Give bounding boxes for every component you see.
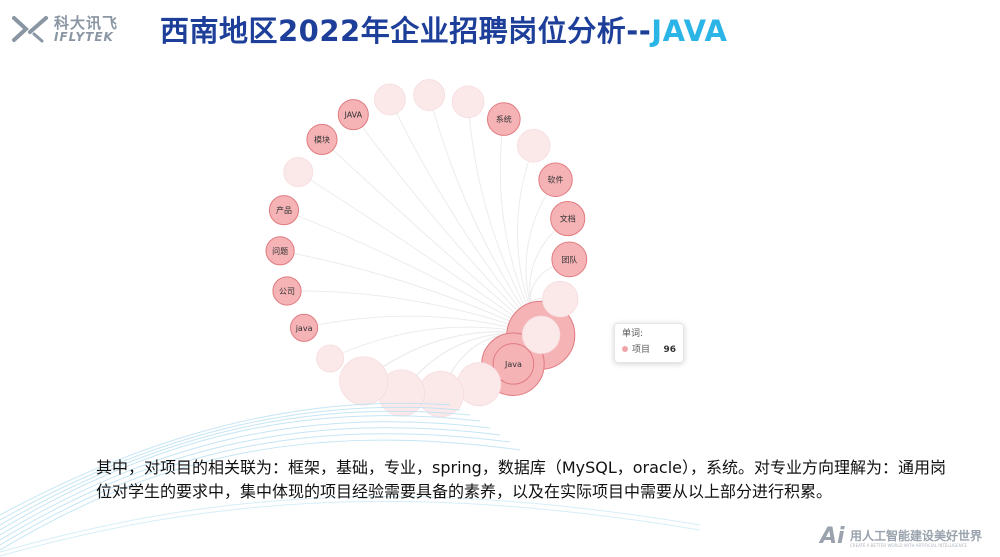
graph-node-label: 系统 <box>496 114 512 124</box>
graph-node[interactable] <box>413 79 446 111</box>
logo-chinese-name: 科大讯飞 <box>54 14 119 32</box>
graph-node-label: 问题 <box>272 247 288 256</box>
title-main: 西南地区2022年企业招聘岗位分析-- <box>160 14 652 48</box>
title-accent: JAVA <box>651 14 728 48</box>
graph-node[interactable] <box>451 85 485 119</box>
graph-node-label: 软件 <box>548 175 564 185</box>
graph-node[interactable] <box>272 276 302 306</box>
tooltip-name: 项目 <box>632 345 651 355</box>
page-title: 西南地区2022年企业招聘岗位分析--JAVA <box>160 8 727 50</box>
decorative-waves <box>0 402 701 557</box>
tooltip-series-dot <box>622 346 628 352</box>
graph-node[interactable] <box>339 356 389 406</box>
graph-node[interactable] <box>337 99 369 131</box>
graph-node[interactable] <box>265 236 295 266</box>
graph-node[interactable] <box>487 102 521 136</box>
graph-node-label: 模块 <box>314 134 330 144</box>
graph-node[interactable] <box>551 241 588 278</box>
footer-slogan: 用人工智能建设美好世界 <box>850 529 983 543</box>
graph-nodes: 项目经验编码岗位java公司问题产品模块JAVA系统软件文档团队Java <box>265 79 588 418</box>
analysis-description: 其中，对项目的相关联为：框架，基础，专业，spring，数据库（MySQL，or… <box>96 458 947 501</box>
tooltip-title: 单词: <box>622 329 644 339</box>
graph-node[interactable] <box>268 195 300 226</box>
graph-node-label: 公司 <box>279 287 295 296</box>
graph-node-label: 团队 <box>561 254 577 264</box>
graph-node[interactable] <box>538 162 573 197</box>
graph-link <box>352 114 542 336</box>
graph-node[interactable] <box>306 123 338 156</box>
graph-link <box>280 250 542 336</box>
iflytek-logo-icon <box>12 16 48 43</box>
graph-node[interactable] <box>550 201 586 237</box>
footer-slogan-logo: Ai 用人工智能建设美好世界 CREATE A BETTER WORLD WIT… <box>820 524 995 552</box>
graph-node[interactable] <box>316 344 345 373</box>
logo-english-name: IFLYTEK <box>54 30 114 44</box>
ai-logo-mark: Ai <box>820 524 845 549</box>
iflytek-logo: 科大讯飞 IFLYTEK <box>12 12 132 48</box>
graph-node-label: 文档 <box>560 214 576 224</box>
tooltip-value: 96 <box>663 345 676 355</box>
graph-node-label: java <box>295 324 313 333</box>
graph-node[interactable] <box>542 280 579 318</box>
graph-link <box>389 99 542 336</box>
graph-link <box>283 209 542 336</box>
tooltip-row: 项目 96 <box>622 344 676 356</box>
graph-node[interactable] <box>517 129 551 163</box>
graph-link <box>321 139 542 336</box>
graph-node[interactable] <box>374 83 406 116</box>
graph-link <box>297 171 542 336</box>
graph-node-label: Java <box>504 360 522 369</box>
graph-node[interactable] <box>521 315 561 355</box>
graph-node-label: JAVA <box>343 111 362 120</box>
footer-slogan-english: CREATE A BETTER WORLD WITH ARTIFICIAL IN… <box>850 543 968 548</box>
word-relation-graph: 项目经验编码岗位java公司问题产品模块JAVA系统软件文档团队Java <box>265 79 588 418</box>
graph-node[interactable] <box>492 343 535 385</box>
graph-node-label: 产品 <box>276 205 292 215</box>
graph-node[interactable] <box>283 157 314 188</box>
graph-node[interactable] <box>290 313 319 342</box>
graph-tooltip: 单词: 项目 96 <box>614 323 684 363</box>
